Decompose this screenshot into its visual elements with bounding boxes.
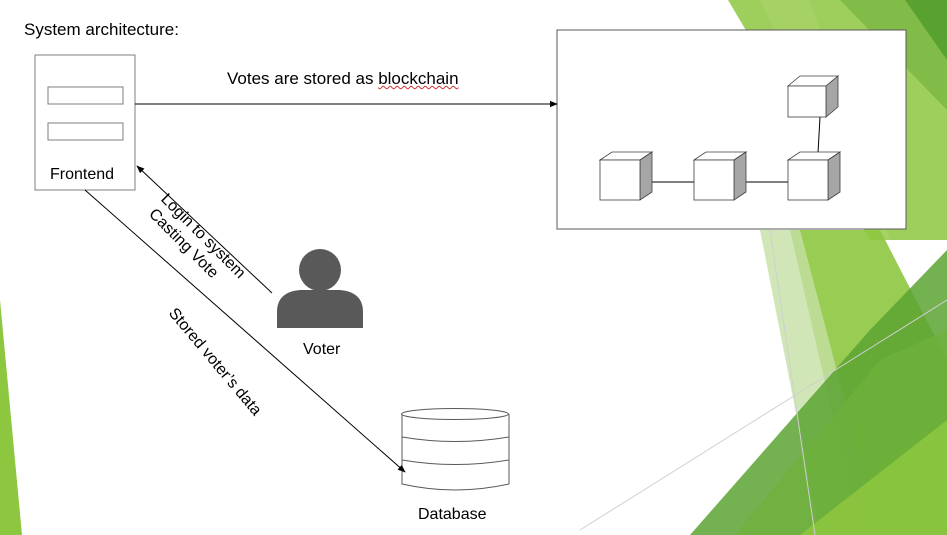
slide-title: System architecture: <box>24 20 179 39</box>
frontend-label: Frontend <box>50 166 115 183</box>
frontend-node <box>34 54 136 191</box>
voter-label: Voter <box>303 341 341 358</box>
block-cube-4 <box>786 75 840 118</box>
arrow-frontend-to-database <box>84 189 406 473</box>
database-icon <box>401 408 510 491</box>
block-cube-1 <box>598 151 654 201</box>
database-label: Database <box>418 506 487 523</box>
frontend-field-2 <box>47 122 124 141</box>
frontend-field-1 <box>47 86 124 105</box>
edge-label-votes-prefix: Votes are stored as <box>227 69 379 88</box>
arrow-voter-to-frontend <box>136 165 273 294</box>
block-cube-2 <box>692 151 748 201</box>
edge-label-blockchain: blockchain <box>378 69 459 88</box>
blockchain-node <box>556 29 907 230</box>
edge-label-votes-stored: Votes are stored as blockchain <box>227 69 459 89</box>
person-icon <box>277 249 363 328</box>
block-cube-3 <box>786 151 842 201</box>
